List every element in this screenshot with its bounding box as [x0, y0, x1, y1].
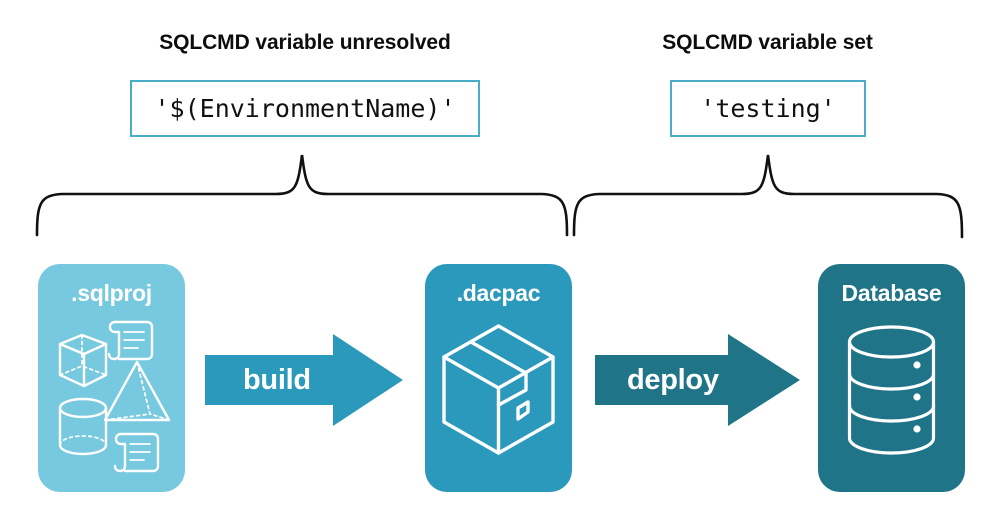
brace-left-icon — [35, 154, 569, 237]
scroll-icon — [113, 432, 160, 473]
arrow-build-icon — [205, 334, 403, 426]
code-box-environment-name: '$(EnvironmentName)' — [130, 80, 480, 137]
database-cylinder-icon — [847, 325, 936, 455]
artifact-sqlproj-label: .sqlproj — [71, 280, 152, 306]
arrow-deploy-icon — [595, 334, 800, 426]
artifact-dacpac-icons — [425, 310, 572, 492]
artifact-database-label: Database — [841, 280, 942, 306]
artifact-database[interactable]: Database — [818, 264, 965, 492]
heading-sqlcmd-variable-unresolved: SQLCMD variable unresolved — [159, 31, 451, 54]
package-box-icon — [442, 324, 555, 455]
code-value-set: 'testing' — [700, 94, 836, 123]
arrow-build: build — [205, 330, 403, 430]
pyramid-icon — [103, 360, 171, 422]
artifact-dacpac[interactable]: .dacpac — [425, 264, 572, 492]
artifact-dacpac-label: .dacpac — [456, 280, 541, 306]
cube-icon — [58, 333, 108, 388]
cylinder-icon — [58, 397, 108, 456]
artifact-sqlproj[interactable]: .sqlproj — [38, 264, 185, 492]
artifact-sqlproj-icons — [38, 310, 185, 492]
scroll-icon — [107, 320, 154, 361]
code-value-unresolved: '$(EnvironmentName)' — [154, 94, 456, 123]
brace-right-icon — [572, 154, 964, 239]
arrow-deploy: deploy — [595, 330, 800, 430]
code-box-testing: 'testing' — [670, 80, 866, 137]
heading-sqlcmd-variable-set: SQLCMD variable set — [662, 31, 873, 54]
brace-group — [35, 154, 964, 239]
artifact-database-icons — [818, 310, 965, 492]
